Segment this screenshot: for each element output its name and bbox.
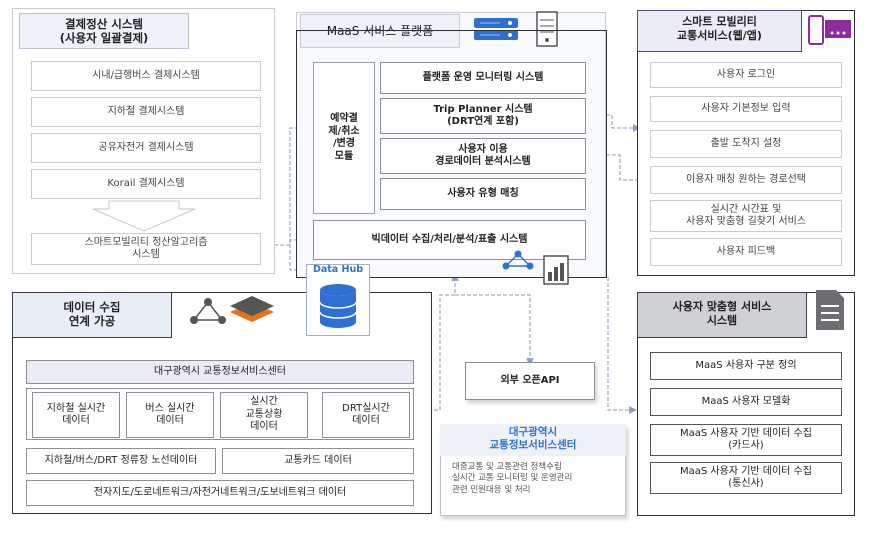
server-tower-icon [535,10,559,48]
custom-title: 사용자 맞춤형 서비스 시스템 [672,300,772,327]
custom-title-box [637,292,807,338]
route-analysis-system: 사용자 이용 경로데이터 분석시스템 [380,138,586,174]
bigdata-system: 빅데이터 수집/처리/분석/표출 시스템 [313,220,586,260]
traffic-realtime-data: 실시간 교통상황 데이터 [220,392,308,438]
payment-down-arrow [92,200,196,232]
data-title-box [12,292,172,338]
smart-item: 출발 도착지 설정 [650,130,842,158]
payment-item: 지하철 결제시스템 [31,97,261,127]
transit-card-data: 교통카드 데이터 [222,448,414,474]
data-title: 데이터 수집 연계 가공 [63,300,121,329]
payment-item: 시내/급행버스 결제시스템 [31,61,261,91]
smart-item: 사용자 기본정보 입력 [650,96,842,122]
smart-item: 사용자 로그인 [650,62,842,88]
custom-item: MaaS 사용자 기반 데이터 수집 (카드사) [650,424,842,456]
server-icon [472,14,522,44]
database-icon [316,282,360,332]
smart-item: 사용자 피드백 [650,238,842,266]
open-api-box: 외부 오픈API [465,362,595,400]
subway-realtime-data: 지하철 실시간 데이터 [32,392,120,438]
route-data: 지하철/버스/DRT 정류장 노선데이터 [26,448,216,474]
monitoring-system: 플랫폼 운영 모니터링 시스템 [380,62,586,94]
document-icon [810,286,850,334]
maas-title: MaaS 서비스 플랫폼 [326,24,434,38]
daegu-center-title: 대구광역시 교통정보서비스센터 [489,426,577,452]
drt-realtime-data: DRT실시간 데이터 [322,392,410,438]
smart-item: 이용자 매칭 원하는 경로선택 [650,166,842,194]
daegu-center-desc: 대중교통 및 교통관련 정책수립 실시간 교통 모니터링 및 운영관리 관련 민… [452,462,573,495]
smart-item: 실시간 시간표 및 사용자 맞춤형 길찾기 서비스 [650,200,842,232]
settlement-algorithm: 스마트모빌리티 정산알고리즘 시스템 [31,233,261,265]
user-type-matching: 사용자 유형 매칭 [380,178,586,210]
data-hub-label: Data Hub [312,264,364,275]
reservation-module: 예약결 제/취소 /변경 모듈 [313,62,375,214]
daegu-center-header: 대구광역시 교통정보서비스센터 [26,360,414,384]
payment-title: 결제정산 시스템 (사용자 일괄결제) [59,17,149,46]
maas-inner-frame [296,30,607,278]
trip-planner-system: Trip Planner 시스템 (DRT연계 포함) [380,98,586,134]
payment-item: Korail 결제시스템 [31,169,261,199]
custom-item: MaaS 사용자 모델화 [650,388,842,416]
payment-item: 공유자전거 결제시스템 [31,133,261,163]
payment-title-box [19,13,189,49]
analytics-icon [538,252,574,286]
payment-panel: 결제정산 시스템 (사용자 일괄결제) 시내/급행버스 결제시스템 지하철 결제… [12,8,275,274]
network-icon [498,246,538,276]
maas-title-box [300,14,460,48]
daegu-center-title-bg [440,424,626,456]
smart-title-box [637,10,802,52]
mobile-icon [805,12,853,48]
custom-item: MaaS 사용자 구분 정의 [650,352,842,380]
bus-realtime-data: 버스 실시간 데이터 [126,392,214,438]
smart-title: 스마트 모빌리티 교통서비스(웹/앱) [677,15,762,42]
custom-item: MaaS 사용자 기반 데이터 수집 (통신사) [650,462,842,494]
layers-icon [182,290,282,336]
network-data: 전자지도/도로네트워크/자전거네트워크/도보네트워크 데이터 [26,480,414,506]
